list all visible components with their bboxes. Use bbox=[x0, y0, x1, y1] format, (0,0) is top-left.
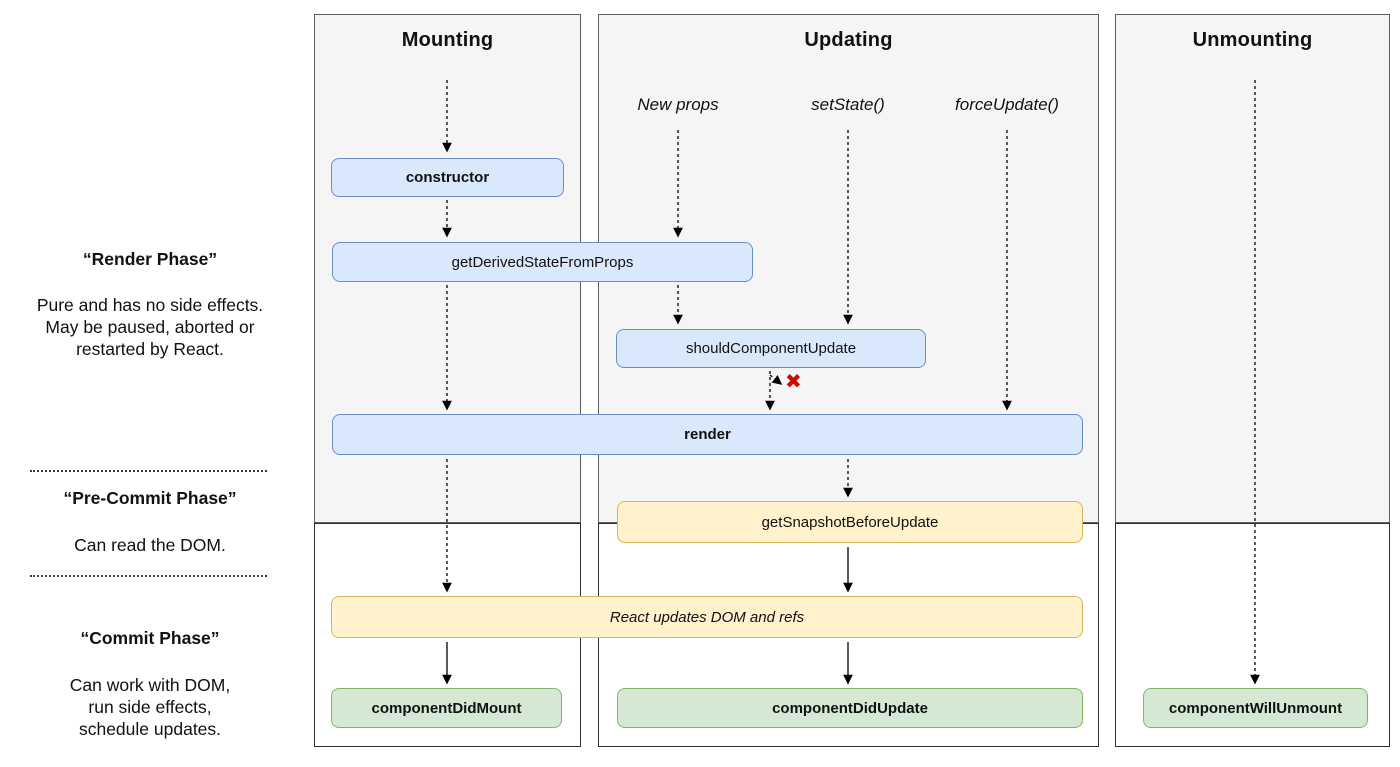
node-component-will-unmount: componentWillUnmount bbox=[1143, 688, 1368, 728]
node-get-derived-state-from-props: getDerivedStateFromProps bbox=[332, 242, 753, 282]
pre-commit-phase-description: Can read the DOM. bbox=[74, 535, 226, 555]
commit-phase-title: “Commit Phase” bbox=[80, 628, 220, 648]
node-react-updates-dom-and-refs: React updates DOM and refs bbox=[331, 596, 1083, 638]
node-should-component-update: shouldComponentUpdate bbox=[616, 329, 926, 368]
node-component-did-mount: componentDidMount bbox=[331, 688, 562, 728]
pre-commit-phase-title: “Pre-Commit Phase” bbox=[63, 488, 237, 508]
commit-phase-description: Can work with DOM, run side effects, sch… bbox=[69, 675, 231, 739]
updating-column-title: Updating bbox=[804, 29, 893, 51]
render-phase-title: “Render Phase” bbox=[82, 249, 218, 269]
node-component-did-update: componentDidUpdate bbox=[617, 688, 1083, 728]
phase-divider-top bbox=[30, 470, 267, 472]
reject-x-icon: ✖ bbox=[785, 371, 802, 393]
trigger-set-state: setState() bbox=[811, 95, 885, 114]
render-phase-description: Pure and has no side effects. May be pau… bbox=[36, 295, 264, 359]
trigger-new-props: New props bbox=[637, 95, 719, 114]
mounting-column-title: Mounting bbox=[401, 29, 494, 51]
phase-divider-bottom bbox=[30, 575, 267, 577]
node-get-snapshot-before-update: getSnapshotBeforeUpdate bbox=[617, 501, 1083, 543]
node-render: render bbox=[332, 414, 1083, 455]
trigger-force-update: forceUpdate() bbox=[955, 95, 1059, 114]
unmounting-column-title: Unmounting bbox=[1192, 29, 1313, 51]
node-constructor: constructor bbox=[331, 158, 564, 197]
unmounting-column-render-area bbox=[1115, 14, 1390, 523]
